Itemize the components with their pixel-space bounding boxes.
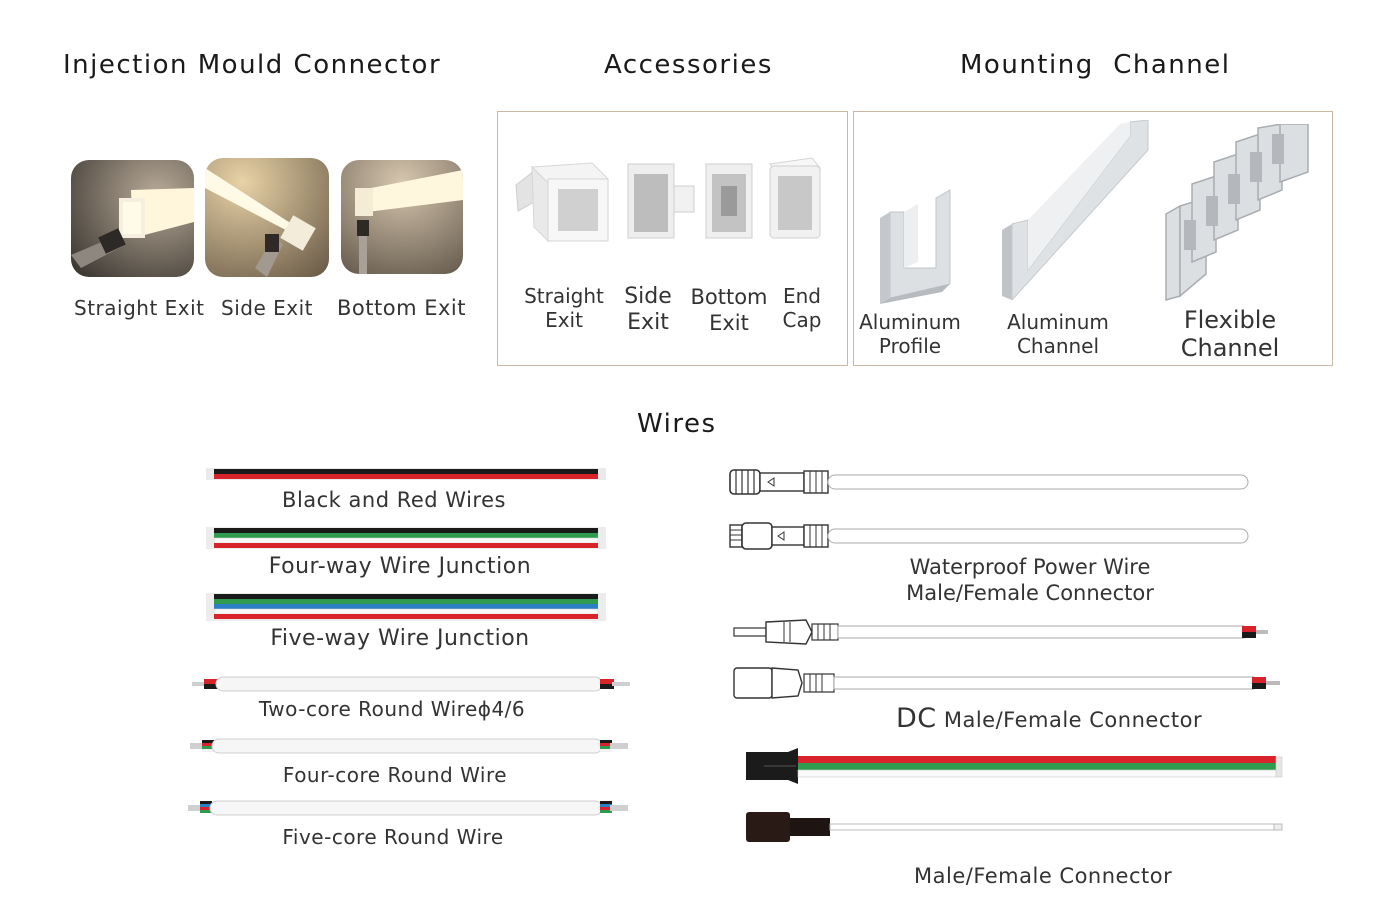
four-core-round-wire-image bbox=[190, 738, 628, 754]
male-female-connector-label: Male/Female Connector bbox=[914, 864, 1173, 888]
black-red-wires-label: Black and Red Wires bbox=[282, 488, 506, 512]
male-connector-image bbox=[746, 748, 1283, 784]
mounting-section-title: Mounting Channel bbox=[960, 50, 1231, 80]
side-exit-label: Side Exit bbox=[221, 296, 313, 320]
dc-male-connector-image bbox=[733, 619, 1268, 645]
four-way-wire-label: Four-way Wire Junction bbox=[268, 554, 532, 579]
aluminum-profile-icon bbox=[880, 189, 951, 304]
dc-female-connector-image bbox=[733, 667, 1280, 699]
two-core-round-wire-image bbox=[192, 676, 630, 692]
bottom-exit-label: Bottom Exit bbox=[337, 296, 466, 320]
bottom-exit-cap-icon bbox=[705, 163, 753, 239]
waterproof-connector-label: Waterproof Power Wire Male/Female Connec… bbox=[906, 555, 1154, 605]
side-exit-connector-image bbox=[205, 158, 329, 277]
black-red-wire-image bbox=[206, 468, 606, 480]
female-connector-image bbox=[746, 812, 1283, 842]
accessories-section-title: Accessories bbox=[604, 50, 773, 80]
bottom-exit-connector-image bbox=[341, 160, 463, 274]
five-way-wire-label: Five-way Wire Junction bbox=[270, 626, 530, 651]
end-cap-icon bbox=[769, 157, 821, 239]
straight-exit-cap-icon bbox=[515, 162, 610, 243]
five-core-round-wire-label: Five-core Round Wire bbox=[282, 825, 504, 849]
waterproof-male-connector-image bbox=[729, 469, 1249, 495]
aluminum-channel-icon bbox=[1002, 120, 1149, 300]
five-core-round-wire-image bbox=[188, 800, 628, 816]
straight-exit-label: Straight Exit bbox=[74, 296, 205, 320]
straight-exit-connector-image bbox=[71, 160, 194, 277]
wires-section-title: Wires bbox=[637, 409, 717, 439]
five-way-wire-image bbox=[206, 593, 606, 621]
waterproof-female-connector-image bbox=[729, 522, 1249, 550]
dc-connector-label: DC Male/Female Connector bbox=[896, 703, 1203, 734]
connector-section-title: Injection Mould Connector bbox=[63, 50, 442, 80]
side-exit-cap-icon bbox=[627, 163, 695, 239]
two-core-round-wire-label: Two-core Round Wireϕ4/6 bbox=[258, 697, 526, 721]
four-core-round-wire-label: Four-core Round Wire bbox=[282, 763, 508, 787]
flexible-channel-icon bbox=[1165, 124, 1309, 301]
four-way-wire-image bbox=[206, 527, 606, 549]
